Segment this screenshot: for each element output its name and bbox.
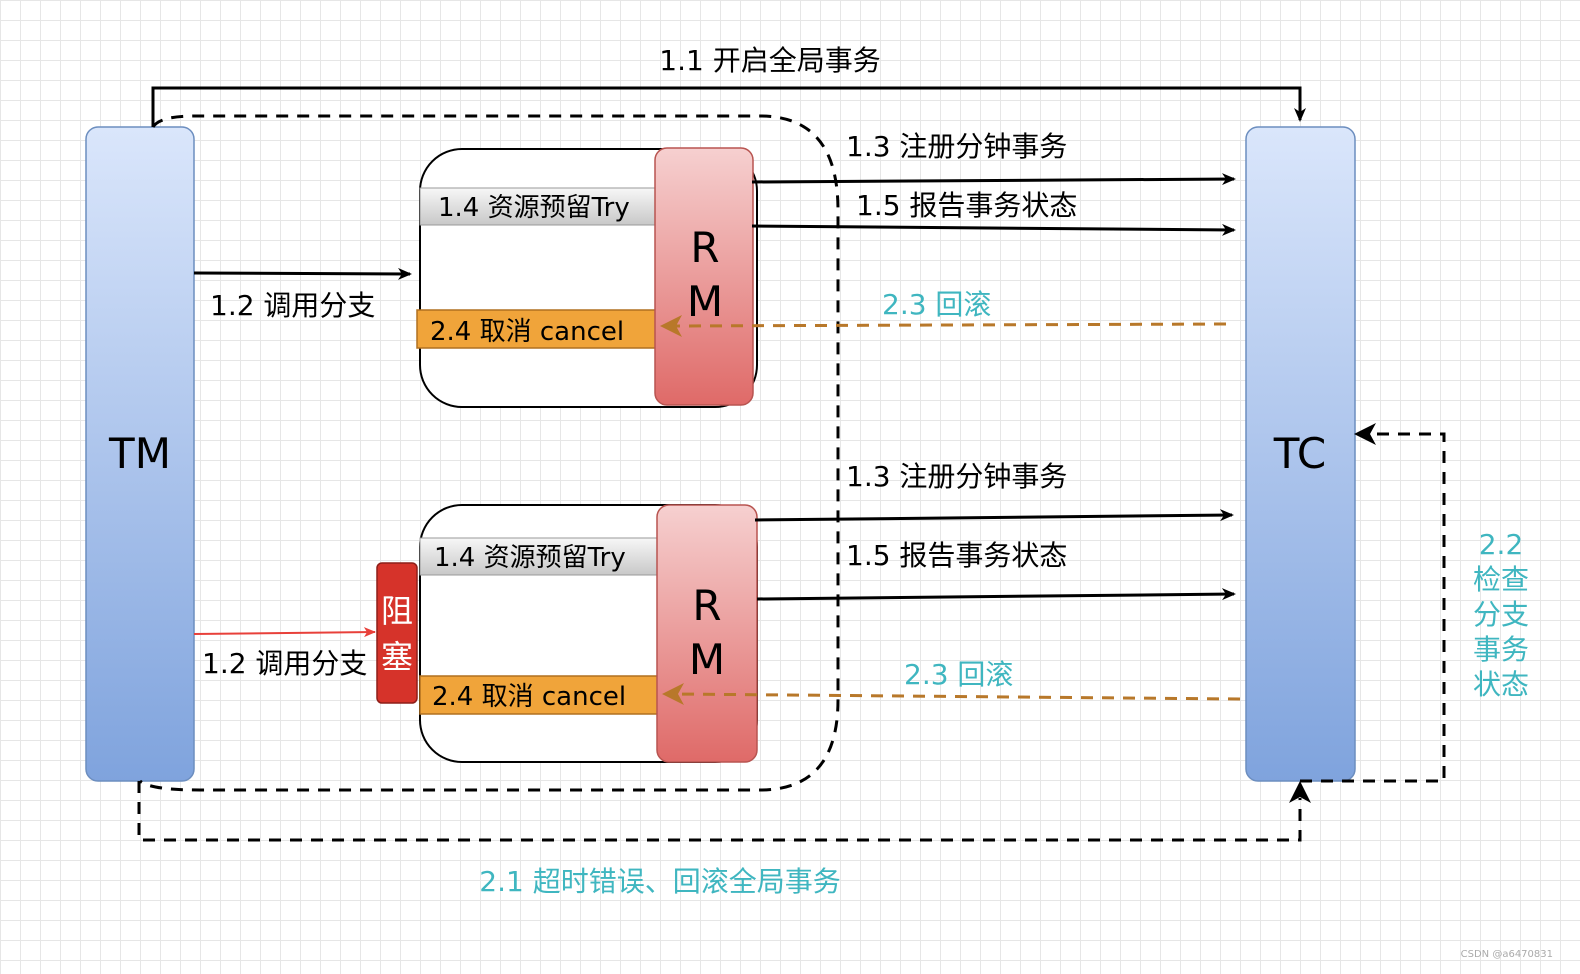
check-status-line: 状态 <box>1473 668 1529 701</box>
watermark: CSDN @a6470831 <box>1461 949 1553 960</box>
begin-global-arrow <box>151 86 1306 127</box>
report-status-label: 1.5 报告事务状态 <box>846 539 1067 572</box>
rollback-arrowhead <box>660 315 682 337</box>
rollback-arrowhead <box>662 683 684 705</box>
rollback-label: 2.3 回滚 <box>904 658 1013 691</box>
register-branch-label: 1.3 注册分钟事务 <box>846 130 1067 163</box>
check-status-label: 2.2 检查 分支 事务 状态 <box>1473 528 1529 701</box>
check-status-line: 事务 <box>1473 633 1529 666</box>
call-branch-label: 1.2 调用分支 <box>202 647 367 680</box>
rm-letter: R <box>690 223 719 272</box>
blocked-box <box>376 562 418 704</box>
try-label: 1.4 资源预留Try <box>438 193 630 223</box>
rm-letter: M <box>689 635 725 684</box>
try-box <box>419 537 659 576</box>
report-status-arrow <box>756 588 1236 601</box>
tc-label: TC <box>1273 429 1327 478</box>
cancel-label: 2.4 取消 cancel <box>432 682 626 712</box>
timeout-rollback-arrow <box>137 781 1302 842</box>
try-label: 1.4 资源预留Try <box>434 543 626 573</box>
cancel-label: 2.4 取消 cancel <box>430 317 624 347</box>
rollback-label: 2.3 回滚 <box>882 288 991 321</box>
rm-letter: R <box>692 581 721 630</box>
timeout-rollback-arrowhead <box>1289 781 1311 803</box>
register-branch-label: 1.3 注册分钟事务 <box>846 460 1067 493</box>
rm-participant <box>656 504 758 763</box>
call-branch-arrow <box>193 267 412 280</box>
global-transaction-boundary <box>138 114 840 792</box>
branch-1: 1.4 资源预留Try 2.4 取消 cancel R M 1.2 调用分支 1… <box>193 130 1236 408</box>
rm-participant <box>654 147 754 406</box>
register-branch-arrow <box>754 509 1234 522</box>
check-status-loop <box>1300 432 1446 783</box>
branch-2: 1.4 资源预留Try 2.4 取消 cancel R M 阻 塞 1.2 调用… <box>193 460 1241 763</box>
blocked-label: 塞 <box>381 638 413 676</box>
cancel-box <box>416 309 657 349</box>
report-status-label: 1.5 报告事务状态 <box>856 189 1077 222</box>
check-status-line: 2.2 <box>1479 528 1524 561</box>
register-branch-arrow <box>751 173 1236 186</box>
tc-participant: TC <box>1245 126 1356 782</box>
call-branch-arrow-blocked <box>193 627 376 638</box>
tm-participant: TM <box>85 126 195 782</box>
tm-label: TM <box>108 429 171 478</box>
check-status-line: 检查 <box>1473 563 1529 596</box>
begin-global-label: 1.1 开启全局事务 <box>659 44 880 77</box>
check-status-line: 分支 <box>1473 598 1529 631</box>
rollback-arrow <box>671 322 1227 328</box>
timeout-rollback-label: 2.1 超时错误、回滚全局事务 <box>479 865 840 898</box>
rm-letter: M <box>687 277 723 326</box>
call-branch-label: 1.2 调用分支 <box>210 289 375 322</box>
rollback-arrow <box>673 692 1241 701</box>
check-status-arrowhead <box>1354 423 1376 445</box>
report-status-arrow <box>751 223 1236 236</box>
blocked-label: 阻 <box>381 592 413 630</box>
